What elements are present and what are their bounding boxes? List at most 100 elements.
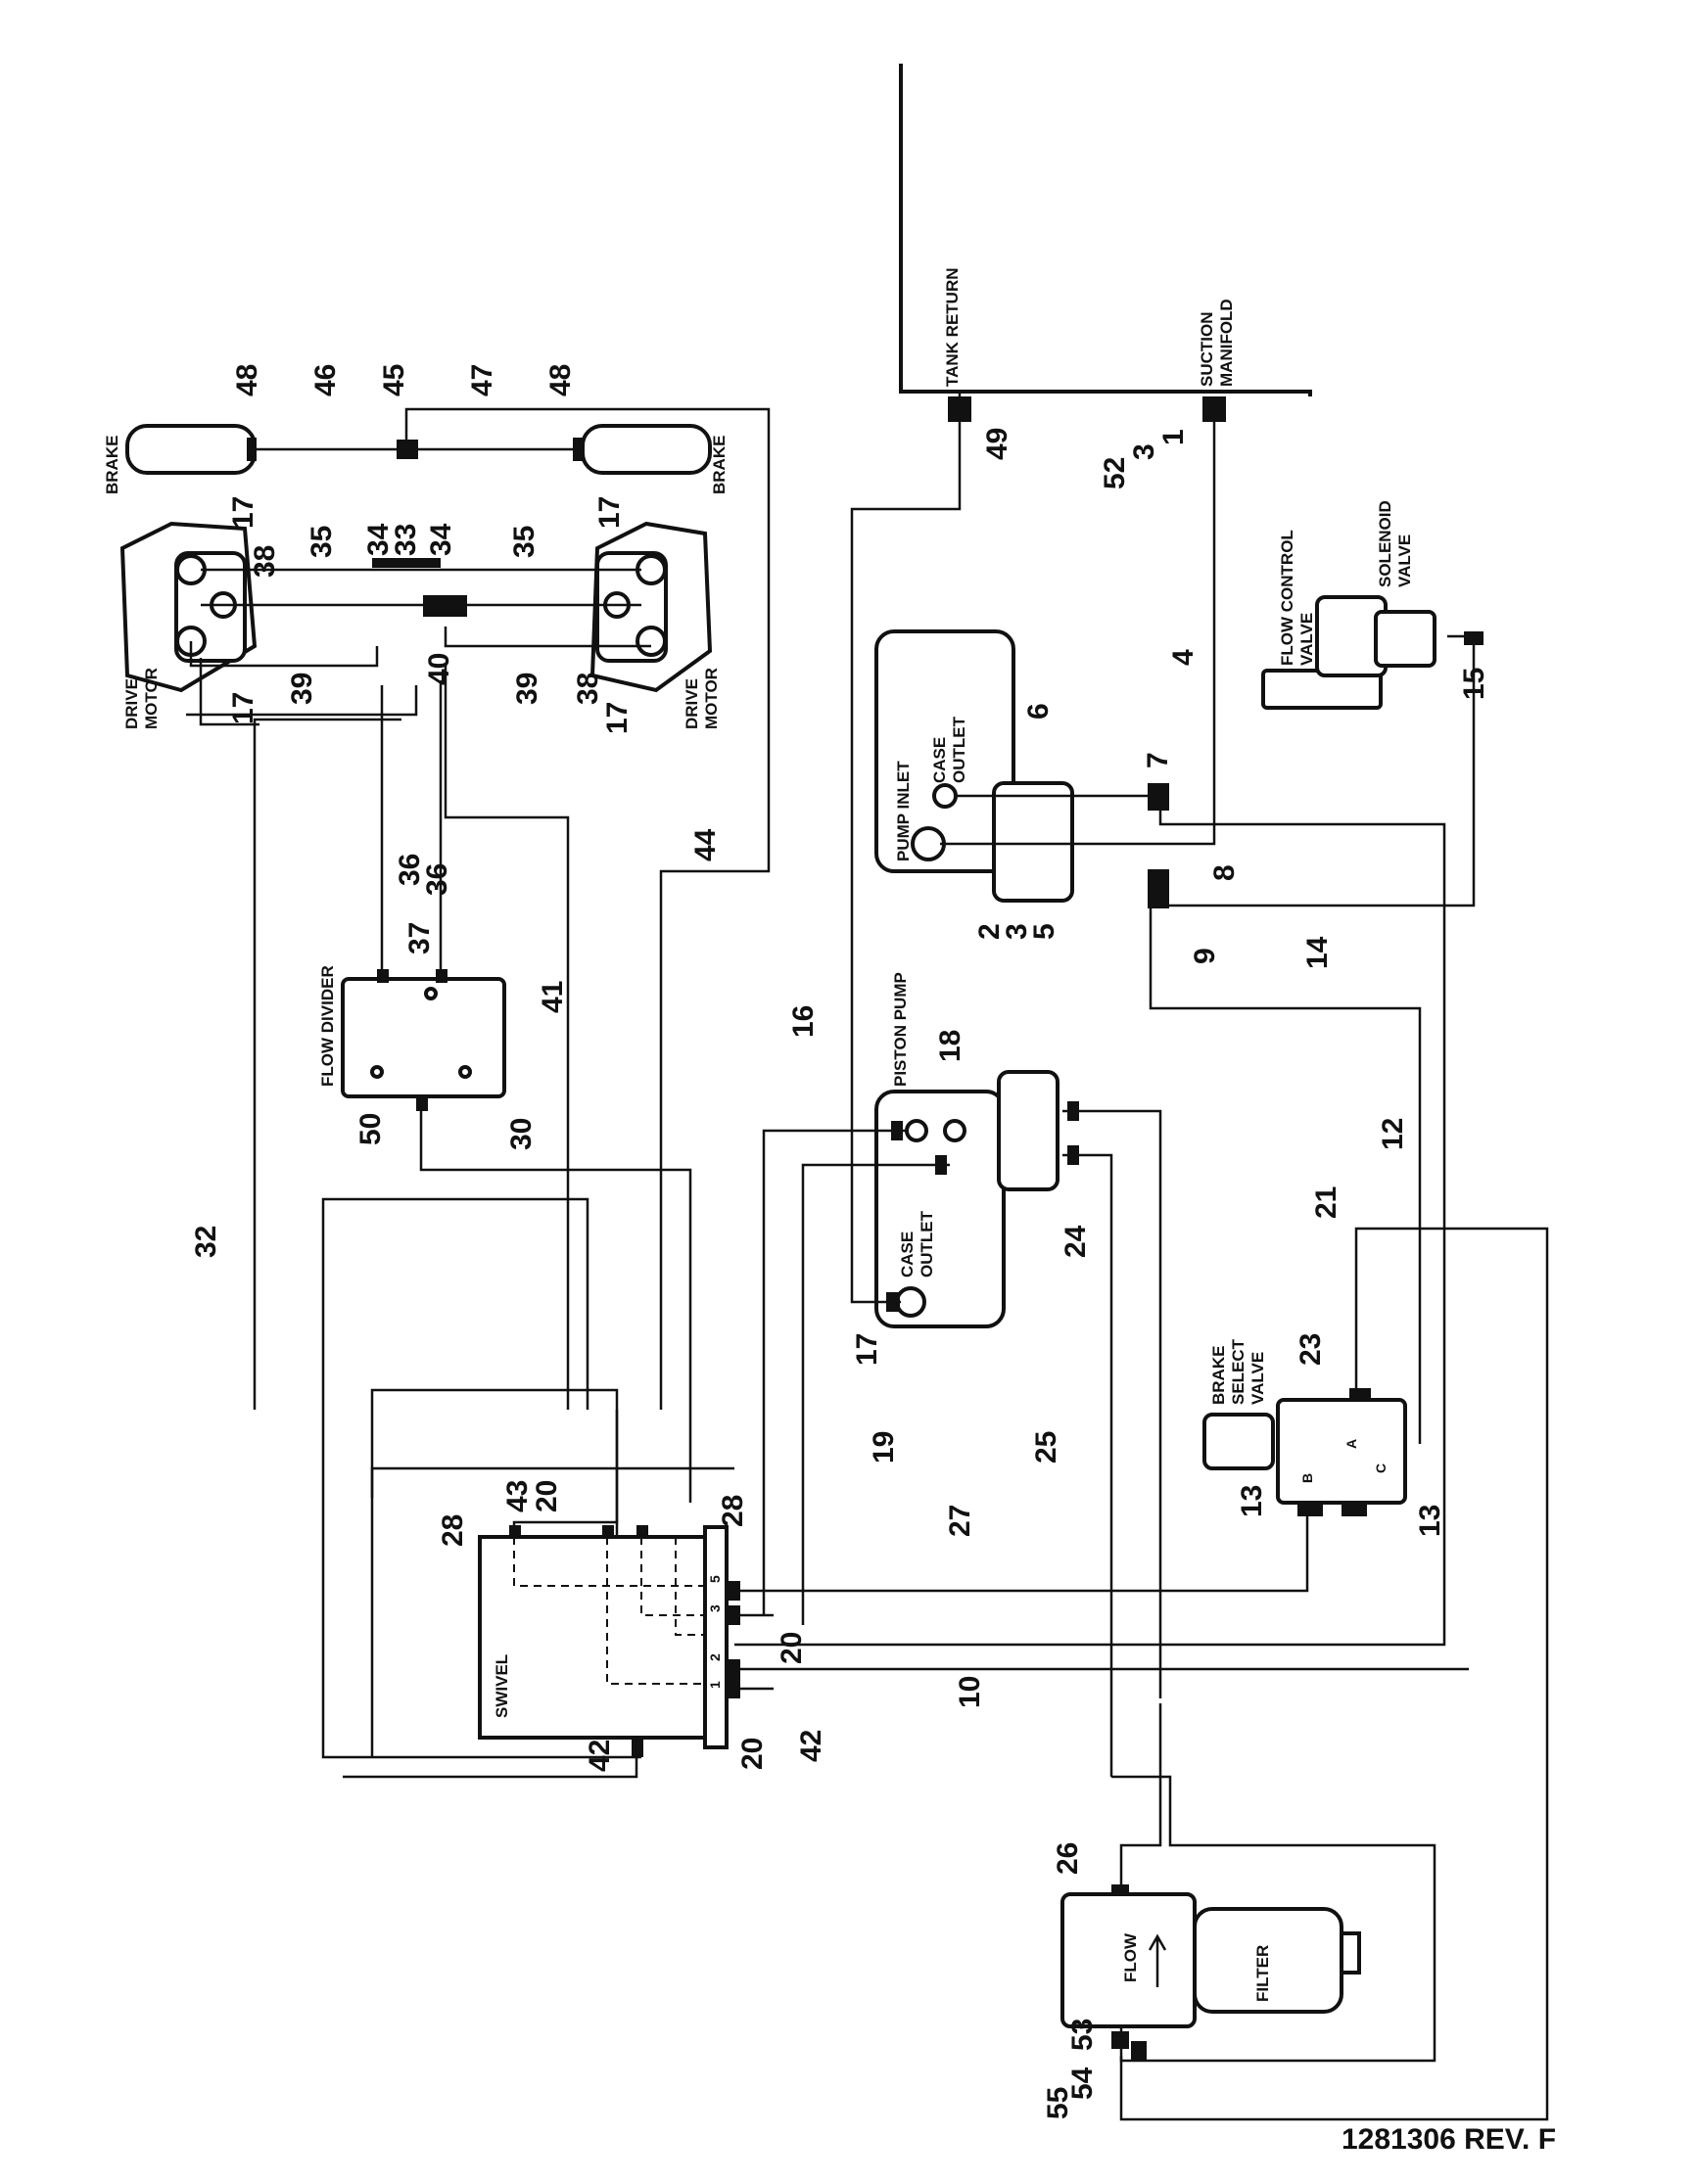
callout-14: 14	[1301, 936, 1334, 969]
callout-16: 16	[787, 1005, 820, 1038]
callout-3: 3	[1001, 923, 1033, 940]
callout-15: 15	[1458, 668, 1490, 700]
callout-17: 17	[227, 496, 259, 529]
callout-34: 34	[425, 523, 457, 556]
callout-42: 42	[584, 1740, 616, 1772]
callout-35: 35	[306, 526, 338, 558]
swivel-port-5: 5	[707, 1575, 723, 1583]
callout-2: 2	[973, 923, 1006, 940]
brake-left-label: BRAKE	[103, 436, 121, 494]
callout-47: 47	[466, 364, 498, 396]
flow-divider	[341, 977, 506, 1098]
drive-motor-right	[589, 521, 713, 693]
callout-36: 36	[394, 854, 426, 886]
callout-44: 44	[689, 828, 722, 861]
callout-42: 42	[795, 1730, 827, 1762]
revision-label: 1281306 REV. F	[1342, 2123, 1556, 2156]
callout-23: 23	[1295, 1333, 1327, 1366]
solenoid-valve-label-2: VALVE	[1395, 534, 1414, 587]
callout-9: 9	[1189, 948, 1221, 964]
drive-motor-left	[119, 521, 258, 693]
brake-right	[581, 424, 712, 475]
port-a-label: A	[1343, 1439, 1359, 1449]
case-outlet-piston-label-1: CASE	[898, 1231, 917, 1278]
callout-38: 38	[572, 673, 604, 705]
drive-motor-left-label-2: MOTOR	[142, 668, 161, 729]
callout-43: 43	[501, 1480, 534, 1512]
brake-select-valve-label-3: VALVE	[1248, 1352, 1267, 1405]
callout-20: 20	[776, 1632, 808, 1664]
brake-left	[125, 424, 257, 475]
callout-27: 27	[944, 1505, 976, 1537]
callout-38: 38	[249, 545, 281, 578]
tank-return-label: TANK RETURN	[943, 267, 962, 387]
drive-motor-right-label-1: DRIVE	[683, 678, 701, 729]
swivel	[478, 1525, 729, 1749]
drive-motor-left-label-1: DRIVE	[122, 678, 141, 729]
callout-13: 13	[1414, 1505, 1446, 1537]
flow-control-valve-label-1: FLOW CONTROL	[1278, 530, 1296, 666]
swivel-port-2: 2	[707, 1653, 723, 1661]
callout-55: 55	[1042, 2087, 1074, 2119]
callout-33: 33	[390, 524, 422, 556]
callout-54: 54	[1066, 2067, 1099, 2100]
filter-label: FILTER	[1253, 1945, 1272, 2002]
callout-32: 32	[190, 1226, 222, 1258]
brake-select-valve	[1202, 1398, 1407, 1505]
brake-select-valve-label-2: SELECT	[1229, 1338, 1248, 1405]
case-outlet-top-label-2: OUTLET	[950, 716, 968, 783]
callout-30: 30	[505, 1118, 538, 1150]
suction-manifold-label-2: MANIFOLD	[1217, 299, 1236, 387]
callout-10: 10	[954, 1676, 986, 1708]
callout-26: 26	[1052, 1842, 1084, 1875]
callout-28: 28	[437, 1514, 469, 1547]
callout-17: 17	[851, 1333, 883, 1366]
callout-1: 1	[1157, 429, 1190, 445]
callout-24: 24	[1059, 1225, 1092, 1258]
callout-28: 28	[717, 1495, 749, 1527]
swivel-port-1: 1	[707, 1681, 723, 1689]
callouts: 48 46 45 47 48 17 38 35 34 33 34 35 17 3…	[190, 364, 1490, 2119]
callout-25: 25	[1030, 1431, 1062, 1464]
swivel-port-3: 3	[707, 1604, 723, 1612]
callout-20: 20	[736, 1738, 769, 1770]
flow-arrow	[1148, 1933, 1167, 1987]
filter	[1060, 1892, 1361, 2028]
drive-motor-right-label-2: MOTOR	[702, 668, 721, 729]
fittings	[377, 396, 1483, 2061]
callout-37: 37	[403, 922, 436, 954]
callout-34: 34	[362, 523, 395, 556]
callout-48: 48	[544, 364, 577, 396]
callout-6: 6	[1022, 703, 1055, 720]
callout-13: 13	[1236, 1485, 1268, 1517]
callout-21: 21	[1310, 1186, 1342, 1219]
case-outlet-top-label-1: CASE	[930, 737, 949, 783]
port-b-label: B	[1299, 1473, 1315, 1483]
callout-19: 19	[868, 1431, 900, 1464]
callout-8: 8	[1208, 864, 1241, 881]
callout-12: 12	[1377, 1118, 1409, 1150]
callout-7: 7	[1142, 752, 1174, 768]
callout-39: 39	[511, 673, 543, 705]
callout-17: 17	[593, 496, 626, 529]
callout-4: 4	[1167, 649, 1200, 666]
swivel-label: SWIVEL	[493, 1654, 511, 1718]
callout-50: 50	[354, 1113, 387, 1145]
callout-17: 17	[601, 702, 634, 734]
solenoid-valve-label-1: SOLENOID	[1376, 500, 1394, 587]
callout-49: 49	[981, 428, 1013, 460]
flow-divider-label: FLOW DIVIDER	[318, 965, 337, 1087]
callout-5: 5	[1028, 923, 1060, 940]
callout-3: 3	[1128, 443, 1160, 460]
suction-manifold-label-1: SUCTION	[1198, 312, 1216, 388]
case-outlet-piston-label-2: OUTLET	[918, 1210, 936, 1278]
pump-inlet-label: PUMP INLET	[894, 761, 913, 861]
callout-41: 41	[537, 981, 569, 1013]
brake-right-label: BRAKE	[710, 436, 729, 494]
flow-control-valve-label-2: VALVE	[1297, 613, 1316, 666]
pump-top	[874, 629, 1074, 903]
callout-18: 18	[934, 1030, 966, 1062]
callout-53: 53	[1066, 2019, 1099, 2051]
callout-46: 46	[309, 364, 342, 396]
